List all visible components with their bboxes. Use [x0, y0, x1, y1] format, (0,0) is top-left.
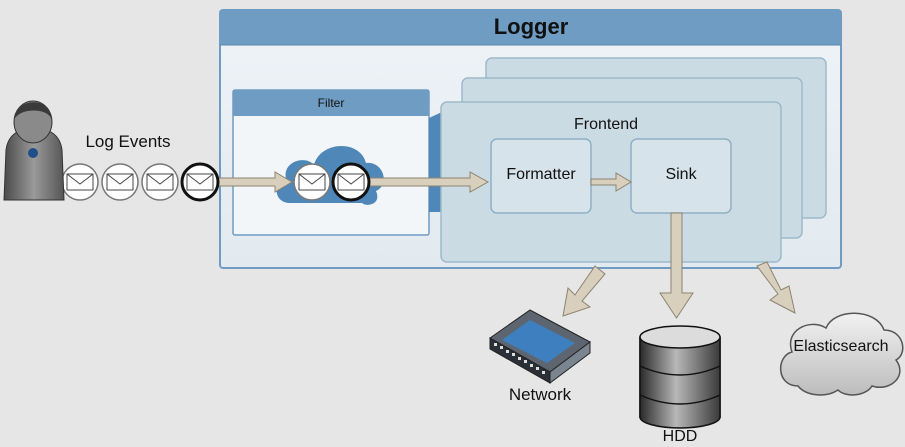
formatter-box — [490, 138, 592, 214]
person-icon — [3, 100, 65, 201]
arrow-to-network — [562, 265, 606, 317]
filter-connector — [429, 112, 442, 212]
envelope-icon — [331, 162, 371, 202]
arrow-formatter-to-sink — [590, 172, 632, 192]
network-switch-icon — [489, 309, 591, 384]
envelope-icon — [293, 163, 331, 201]
hdd-label: HDD — [662, 428, 698, 445]
envelope-icon — [180, 162, 220, 202]
filter-title: Filter — [317, 96, 345, 110]
hdd-database-icon — [639, 325, 721, 429]
arrow-to-elasticsearch — [756, 261, 796, 314]
log-events-label: Log Events — [85, 132, 171, 151]
log-event-envelopes — [61, 162, 220, 202]
envelope-icon — [101, 163, 139, 201]
elasticsearch-cloud-icon — [779, 312, 904, 396]
filter-envelopes — [293, 162, 371, 202]
flow-arrows — [217, 171, 796, 319]
arrow-filter-to-formatter — [367, 171, 490, 193]
elasticsearch-label: Elasticsearch — [793, 338, 889, 355]
envelope-icon — [141, 163, 179, 201]
envelope-icon — [61, 163, 99, 201]
formatter-label: Formatter — [506, 166, 576, 183]
sink-label: Sink — [665, 166, 697, 183]
arrow-sink-to-hdd — [659, 212, 694, 319]
network-label: Network — [508, 385, 572, 404]
frontend-title: Frontend — [573, 116, 639, 133]
logger-title: Logger — [493, 14, 569, 39]
arrow-events-to-filter — [217, 171, 293, 193]
